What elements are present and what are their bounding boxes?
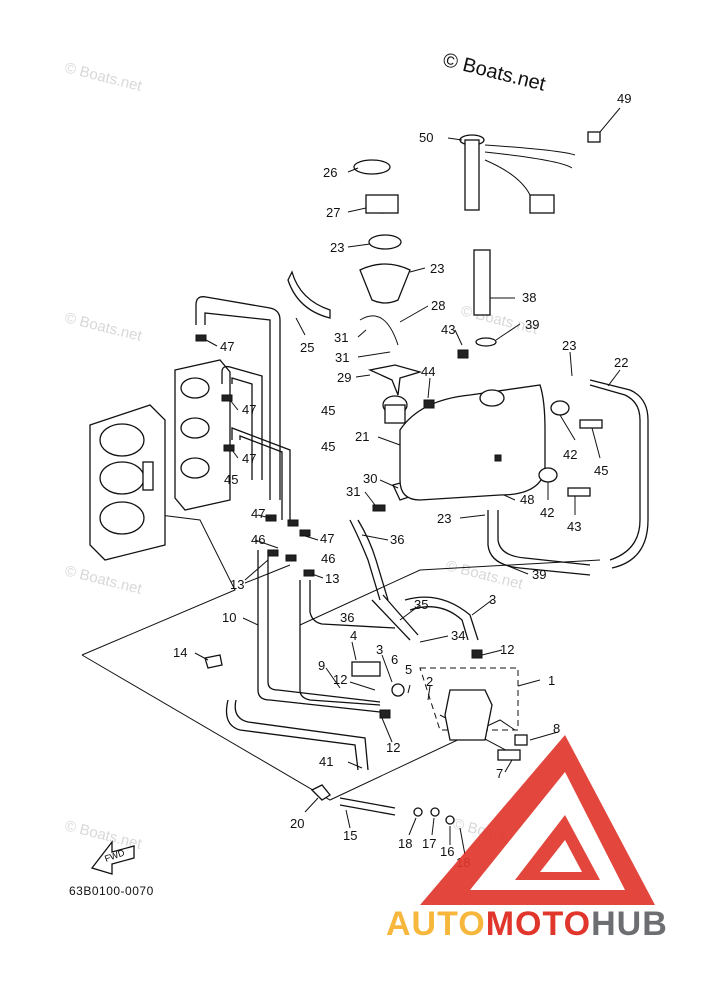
- callout-label: 16: [440, 844, 454, 859]
- callout-label: 6: [391, 652, 398, 667]
- callout-label: 12: [500, 642, 514, 657]
- callout-label: 49: [617, 91, 631, 106]
- callout-label: 30: [363, 471, 377, 486]
- callout-label: 31: [335, 350, 349, 365]
- callout-label: 4: [350, 628, 357, 643]
- callout-label: 1: [548, 673, 555, 688]
- callout-label: 39: [532, 567, 546, 582]
- callout-label: 47: [242, 451, 256, 466]
- callout-label: 7: [496, 766, 503, 781]
- callout-label: 22: [614, 355, 628, 370]
- callout-label: 3: [376, 642, 383, 657]
- callout-label: 27: [326, 205, 340, 220]
- callout-labels: 50 49 26 27 23 23 38 28 31 31 29 25 47 4…: [173, 91, 631, 870]
- callout-label: 44: [421, 364, 435, 379]
- callout-label: 31: [334, 330, 348, 345]
- callout-label: 34: [451, 628, 465, 643]
- callout-label: 45: [321, 439, 335, 454]
- callout-label: 42: [540, 505, 554, 520]
- callout-label: 14: [173, 645, 187, 660]
- brand-part2: MOTO: [485, 905, 592, 943]
- callout-label: 26: [323, 165, 337, 180]
- callout-label: 25: [300, 340, 314, 355]
- callout-label: 48: [520, 492, 534, 507]
- fwd-arrow-icon: FWD: [90, 840, 135, 875]
- callout-label: 35: [414, 597, 428, 612]
- callout-label: 9: [318, 658, 325, 673]
- callout-label: 29: [337, 370, 351, 385]
- callout-label: 43: [567, 519, 581, 534]
- callout-label: 3: [489, 592, 496, 607]
- callout-label: 13: [325, 571, 339, 586]
- callout-label: 17: [422, 836, 436, 851]
- diagram-code: 63B0100-0070: [69, 884, 154, 898]
- callout-label: 15: [343, 828, 357, 843]
- callout-label: 45: [594, 463, 608, 478]
- callout-label: 47: [242, 402, 256, 417]
- callout-label: 23: [430, 261, 444, 276]
- callout-label: 12: [333, 672, 347, 687]
- callout-label: 42: [563, 447, 577, 462]
- callout-label: 47: [320, 531, 334, 546]
- callout-label: 47: [220, 339, 234, 354]
- callout-label: 18: [398, 836, 412, 851]
- tank-cap-parts: [287, 159, 423, 396]
- clips-and-bolts: [195, 334, 603, 719]
- callout-label: 12: [386, 740, 400, 755]
- callout-label: 38: [522, 290, 536, 305]
- brand-wordmark: AUTOMOTOHUB: [386, 905, 668, 944]
- callout-label: 28: [431, 298, 445, 313]
- callout-label: 10: [222, 610, 236, 625]
- callout-label: 47: [251, 506, 265, 521]
- callout-label: 45: [224, 472, 238, 487]
- carburetor-assembly: [89, 359, 231, 561]
- oil-level-sender: [459, 131, 601, 347]
- callout-label: 43: [441, 322, 455, 337]
- callout-label: 46: [321, 551, 335, 566]
- callout-label: 36: [340, 610, 354, 625]
- callout-label: 13: [230, 577, 244, 592]
- callout-label: 46: [251, 532, 265, 547]
- oil-tank: [382, 384, 546, 501]
- callout-label: 31: [346, 484, 360, 499]
- callout-label: 41: [319, 754, 333, 769]
- callout-label: 5: [405, 662, 412, 677]
- callout-label: 21: [355, 429, 369, 444]
- brand-part3: HUB: [591, 905, 668, 943]
- callout-label: 20: [290, 816, 304, 831]
- watermark: © Boats.net: [444, 557, 525, 593]
- callout-label: 23: [330, 240, 344, 255]
- callout-label: 45: [321, 403, 335, 418]
- brand-part1: AUTO: [386, 905, 486, 943]
- callout-label: 50: [419, 130, 433, 145]
- automotohub-logo-icon: [420, 735, 655, 905]
- hoses: [195, 296, 649, 816]
- callout-label: 23: [437, 511, 451, 526]
- callout-label: 8: [553, 721, 560, 736]
- watermark: © Boats.net: [63, 562, 144, 598]
- callout-label: 39: [525, 317, 539, 332]
- watermark: © Boats.net: [63, 59, 144, 95]
- oil-pump: [204, 654, 528, 825]
- callout-label: 23: [562, 338, 576, 353]
- callout-label: 36: [390, 532, 404, 547]
- watermark: © Boats.net: [63, 309, 144, 345]
- leader-lines: [194, 107, 621, 856]
- callout-label: 2: [426, 674, 433, 689]
